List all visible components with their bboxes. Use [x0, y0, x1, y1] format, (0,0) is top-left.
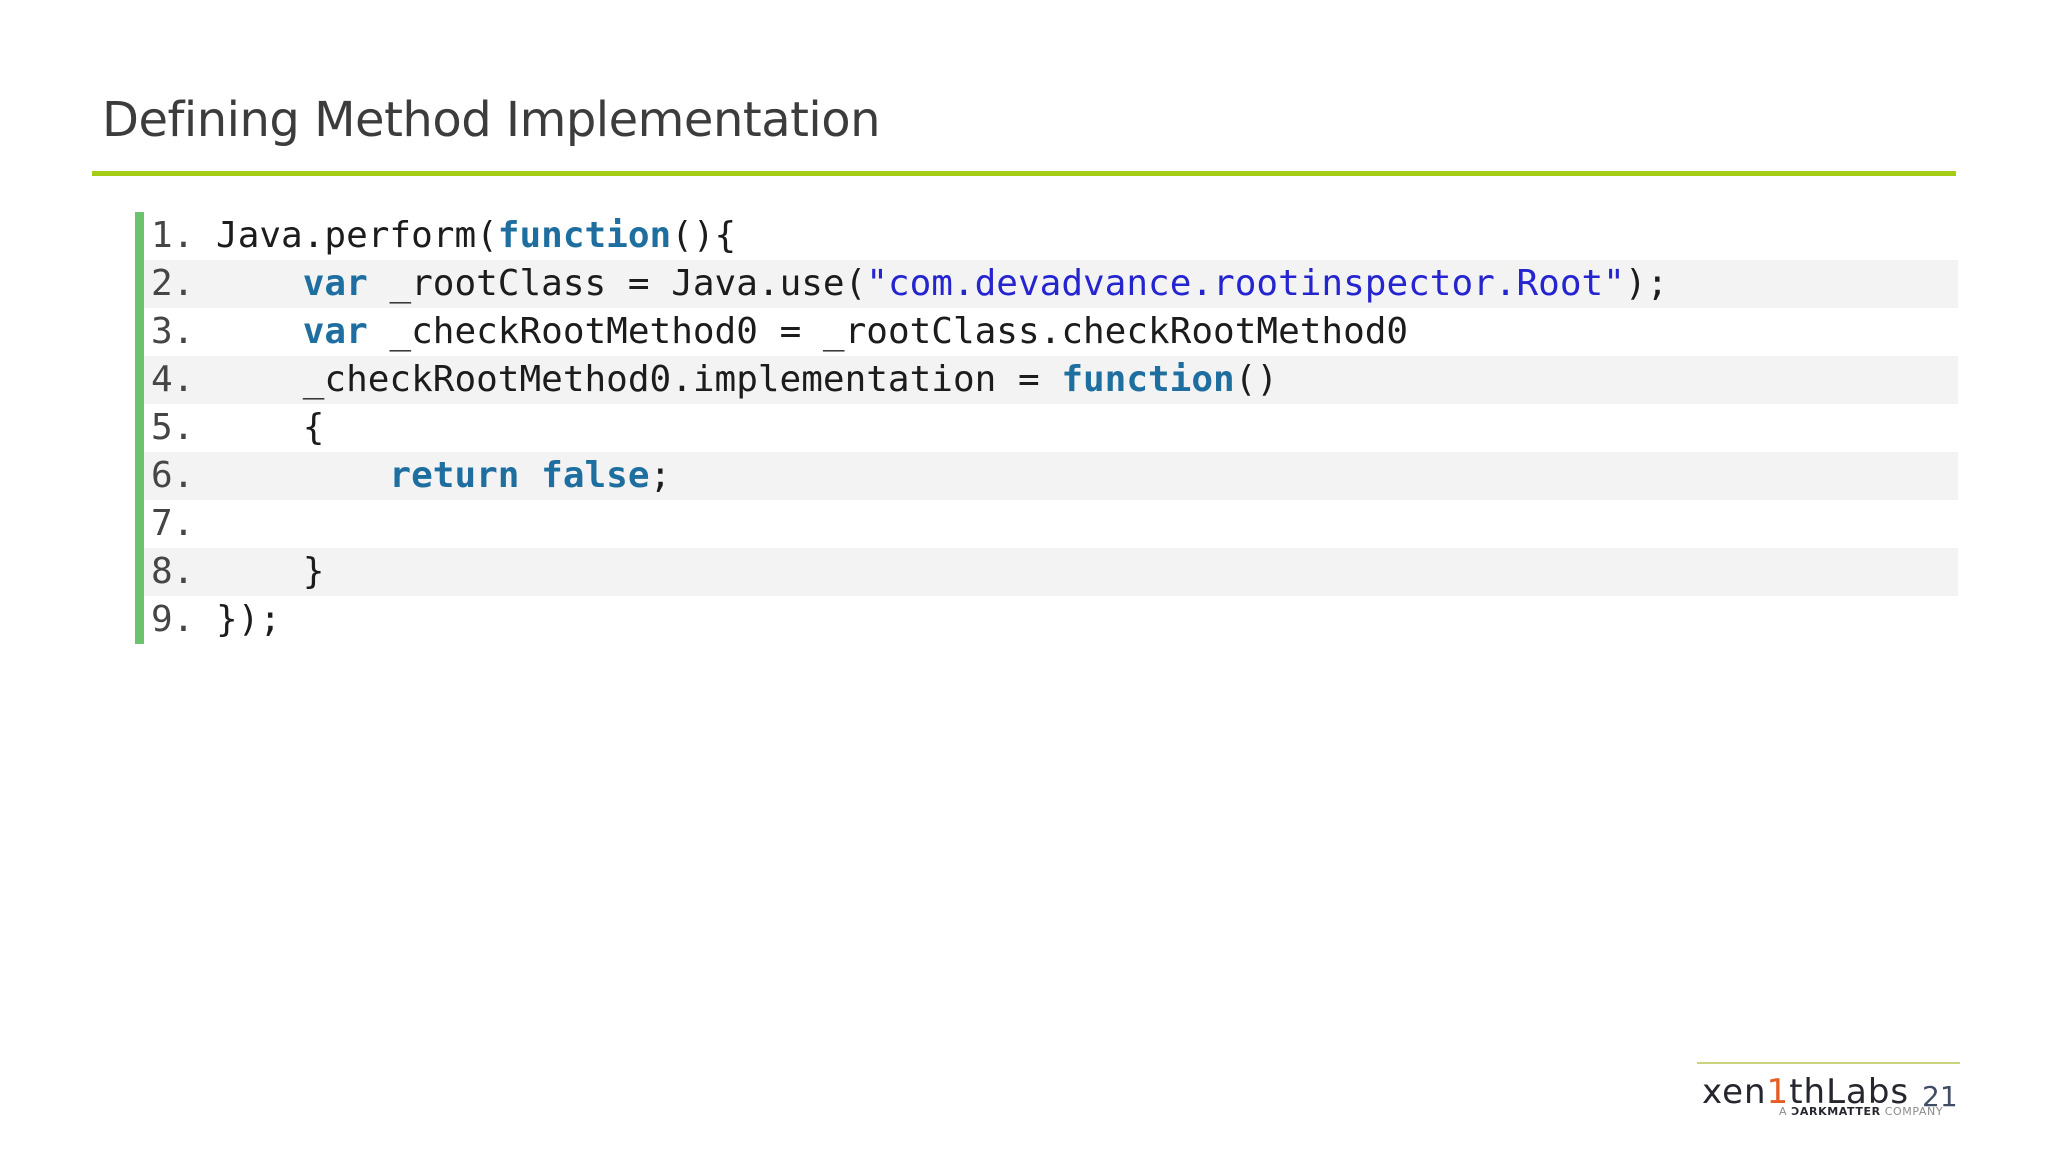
code-line-1: 1. Java.perform(function(){ [144, 212, 1958, 260]
code-line-9: 9. }); [144, 596, 1958, 644]
line-number: 4. [151, 359, 217, 400]
logo-prefix: xen [1702, 1072, 1767, 1112]
title-underline-rule [92, 171, 1956, 176]
line-number: 5. [151, 407, 217, 448]
slide-title: Defining Method Implementation [102, 92, 881, 148]
code-segment-keyword: function [1061, 359, 1235, 400]
line-number: 9. [151, 599, 217, 640]
code-segment-keyword: return [389, 455, 520, 496]
line-number: 1. [151, 215, 217, 256]
code-segment-plain: () [1234, 359, 1279, 400]
line-number: 3. [151, 311, 217, 352]
code-line-8: 8. } [144, 548, 1958, 596]
code-block: 1. Java.perform(function(){2. var _rootC… [135, 212, 1958, 644]
tagline-prefix: A [1779, 1105, 1792, 1118]
xen1thlabs-logo: xen1thLabs [1702, 1072, 1909, 1112]
code-line-6: 6. return false; [144, 452, 1958, 500]
tagline-suffix: COMPANY [1880, 1105, 1944, 1118]
line-number: 6. [151, 455, 217, 496]
code-segment-plain [216, 263, 303, 304]
code-segment-keyword: false [541, 455, 650, 496]
code-segment-plain [519, 455, 541, 496]
code-segment-plain [216, 311, 303, 352]
code-segment-plain: (){ [671, 215, 737, 256]
line-number: 7. [151, 503, 217, 544]
code-segment-plain: }); [216, 599, 282, 640]
code-segment-keyword: var [302, 311, 368, 352]
tagline-brand: ƆARKMATTER [1791, 1105, 1881, 1118]
code-line-5: 5. { [144, 404, 1958, 452]
page-number: 21 [1922, 1080, 1958, 1113]
logo-tagline: A ƆARKMATTER COMPANY [1779, 1105, 1943, 1118]
code-segment-string: "com.devadvance.rootinspector.Root" [866, 263, 1625, 304]
code-segment-plain: ); [1624, 263, 1669, 304]
code-lines: 1. Java.perform(function(){2. var _rootC… [144, 212, 1958, 644]
logo-accent-digit: 1 [1766, 1072, 1790, 1112]
code-segment-plain: _checkRootMethod0 = _rootClass.checkRoot… [367, 311, 1409, 352]
code-segment-plain [216, 455, 389, 496]
code-segment-plain: } [216, 551, 325, 592]
code-line-2: 2. var _rootClass = Java.use("com.devadv… [144, 260, 1958, 308]
line-number: 8. [151, 551, 217, 592]
code-line-3: 3. var _checkRootMethod0 = _rootClass.ch… [144, 308, 1958, 356]
code-segment-plain: Java.perform( [216, 215, 498, 256]
logo-suffix: thLabs [1789, 1072, 1910, 1112]
code-line-7: 7. [144, 500, 1958, 548]
line-number: 2. [151, 263, 217, 304]
code-segment-plain: _checkRootMethod0.implementation = [216, 359, 1062, 400]
code-line-4: 4. _checkRootMethod0.implementation = fu… [144, 356, 1958, 404]
code-segment-keyword: var [302, 263, 368, 304]
code-segment-plain: { [216, 407, 325, 448]
code-segment-keyword: function [497, 215, 672, 256]
footer-rule [1697, 1062, 1960, 1064]
code-segment-plain: _rootClass = Java.use( [367, 263, 867, 304]
code-segment-plain: ; [649, 455, 672, 496]
